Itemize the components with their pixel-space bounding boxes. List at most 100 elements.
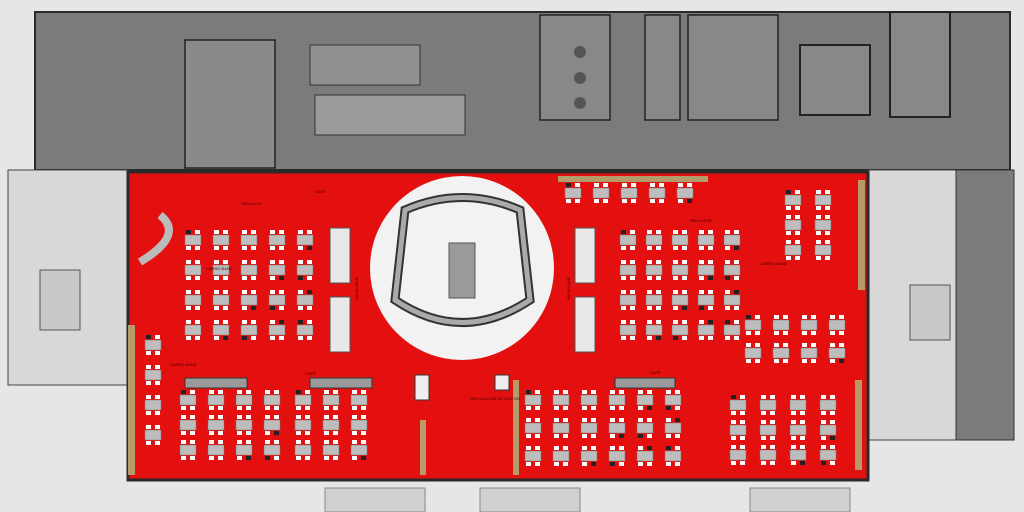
chair bbox=[816, 206, 821, 210]
chair bbox=[279, 336, 284, 340]
dining-table bbox=[819, 449, 837, 461]
dining-table bbox=[552, 450, 570, 462]
dining-table bbox=[268, 264, 286, 276]
chair bbox=[682, 230, 687, 234]
chair bbox=[770, 395, 775, 399]
dining-table bbox=[207, 394, 225, 406]
chair bbox=[535, 462, 540, 466]
chair bbox=[352, 390, 357, 394]
chair bbox=[190, 390, 195, 394]
chair bbox=[146, 425, 151, 429]
chair bbox=[647, 390, 652, 394]
chair bbox=[554, 418, 559, 422]
chair bbox=[270, 306, 275, 310]
dining-table bbox=[350, 444, 368, 456]
chair bbox=[591, 446, 596, 450]
chair bbox=[186, 320, 191, 324]
dining-table bbox=[296, 264, 314, 276]
chair bbox=[554, 446, 559, 450]
chair bbox=[816, 256, 821, 260]
chair bbox=[333, 431, 338, 435]
dining-table bbox=[524, 394, 542, 406]
chair bbox=[190, 406, 195, 410]
chair bbox=[209, 456, 214, 460]
chair bbox=[251, 246, 256, 250]
chair bbox=[610, 406, 615, 410]
dining-table bbox=[671, 234, 689, 246]
chair bbox=[279, 260, 284, 264]
dining-table bbox=[723, 294, 741, 306]
dining-table bbox=[759, 399, 777, 411]
chair bbox=[734, 276, 739, 280]
chair bbox=[755, 331, 760, 335]
dining-table bbox=[608, 394, 626, 406]
dish-return bbox=[414, 374, 430, 401]
chair bbox=[190, 415, 195, 419]
chair bbox=[647, 462, 652, 466]
dining-table bbox=[212, 264, 230, 276]
chair bbox=[582, 434, 587, 438]
dining-table bbox=[784, 244, 802, 256]
chair bbox=[195, 246, 200, 250]
chair bbox=[535, 446, 540, 450]
chair bbox=[638, 462, 643, 466]
dining-table bbox=[819, 424, 837, 436]
entrance bbox=[479, 487, 581, 512]
chair bbox=[251, 336, 256, 340]
chair bbox=[821, 436, 826, 440]
chair bbox=[237, 440, 242, 444]
chair bbox=[298, 276, 303, 280]
chair bbox=[740, 395, 745, 399]
chair bbox=[795, 256, 800, 260]
chair bbox=[155, 335, 160, 339]
chair bbox=[610, 418, 615, 422]
dining-table bbox=[608, 422, 626, 434]
chair bbox=[242, 336, 247, 340]
chair bbox=[361, 456, 366, 460]
chair bbox=[795, 190, 800, 194]
salad-bar bbox=[329, 296, 351, 353]
chair bbox=[821, 395, 826, 399]
kitchen-room bbox=[184, 39, 276, 169]
chair bbox=[298, 246, 303, 250]
chair bbox=[682, 246, 687, 250]
dining-table bbox=[784, 219, 802, 231]
central-island bbox=[448, 242, 476, 299]
chair bbox=[622, 199, 627, 203]
dining-table bbox=[268, 324, 286, 336]
chair bbox=[687, 183, 692, 187]
chair bbox=[755, 359, 760, 363]
chair bbox=[223, 276, 228, 280]
dining-table bbox=[723, 264, 741, 276]
chair bbox=[155, 365, 160, 369]
chair bbox=[610, 434, 615, 438]
dining-table bbox=[729, 449, 747, 461]
chair bbox=[725, 230, 730, 234]
chair bbox=[656, 336, 661, 340]
chair bbox=[830, 359, 835, 363]
entrance bbox=[749, 487, 851, 512]
chair bbox=[209, 431, 214, 435]
chair bbox=[333, 406, 338, 410]
chair bbox=[725, 246, 730, 250]
chair bbox=[324, 456, 329, 460]
chair bbox=[575, 183, 580, 187]
chair bbox=[740, 411, 745, 415]
chair bbox=[242, 230, 247, 234]
label-salad-bar-right: SALAD BAR bbox=[566, 277, 571, 300]
chair bbox=[830, 315, 835, 319]
chair bbox=[209, 406, 214, 410]
chair bbox=[791, 395, 796, 399]
chair bbox=[535, 418, 540, 422]
chair bbox=[296, 431, 301, 435]
chair bbox=[770, 420, 775, 424]
chair bbox=[181, 440, 186, 444]
chair bbox=[246, 440, 251, 444]
chair bbox=[591, 390, 596, 394]
chair bbox=[274, 440, 279, 444]
chair bbox=[740, 420, 745, 424]
dining-table bbox=[580, 422, 598, 434]
dining-table bbox=[552, 422, 570, 434]
chair bbox=[800, 395, 805, 399]
dining-table bbox=[580, 450, 598, 462]
